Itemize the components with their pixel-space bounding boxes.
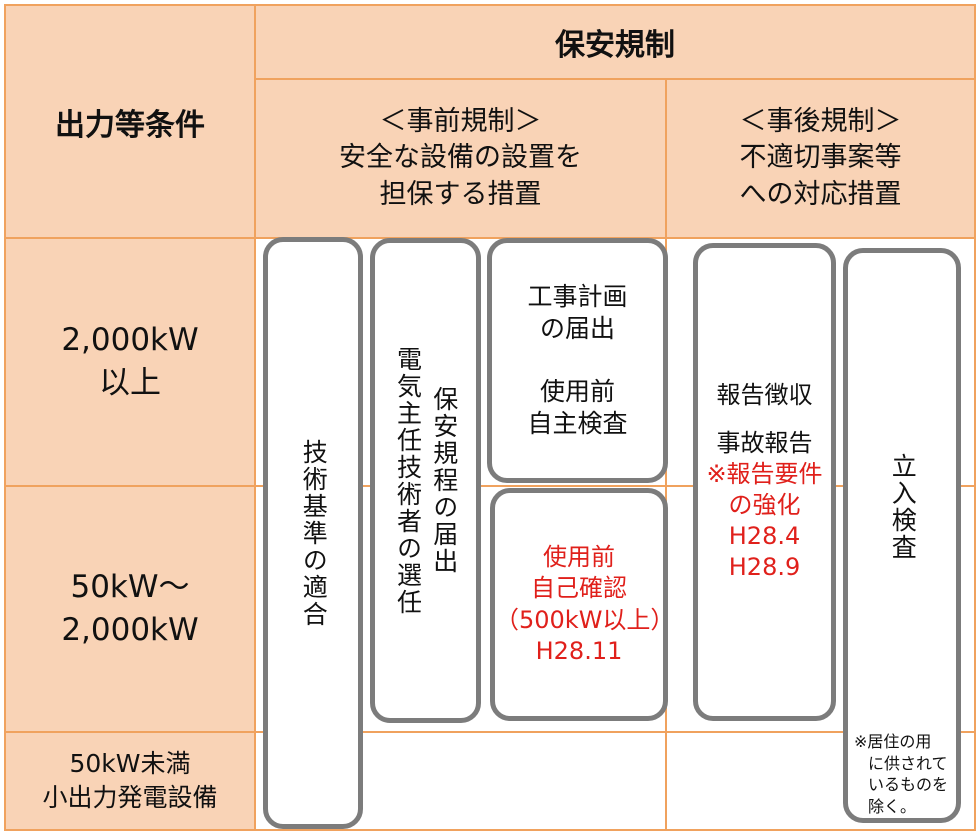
- pre-regulation-header: ＜事前規制＞ 安全な設備の設置を 担保する措置: [254, 78, 667, 239]
- safety-rules-text: 保安規程の届出電気主任技術者の選任: [389, 346, 462, 616]
- technical-standards-box: 技術基準の適合: [263, 237, 363, 829]
- on-site-inspection-box: 立入検査 ※居住の用 に供されて いるものを 除く。: [843, 248, 961, 823]
- on-site-inspection-text: 立入検査: [888, 453, 918, 561]
- pre-line1: 安全な設備の設置を: [339, 142, 582, 174]
- technical-standards-text: 技術基準の適合: [299, 438, 329, 628]
- rules-line1: 保安規程の届出: [429, 386, 459, 575]
- row-label-line: 50kW～: [70, 568, 190, 605]
- post-regulation-header: ＜事後規制＞ 不適切事案等 への対応措置: [665, 78, 976, 239]
- row-label-line: 小出力発電設備: [42, 783, 218, 812]
- confirm-line: 自己確認: [531, 574, 627, 603]
- row-label-line: 50kW未満: [69, 749, 191, 779]
- plan-line1: 工事計画: [527, 281, 628, 311]
- regulation-header: 保安規制: [254, 4, 976, 80]
- construction-plan-box: 工事計画 の届出 使用前 自主検査: [487, 238, 668, 483]
- note-line: に供されて: [868, 753, 948, 773]
- self-inspection-line2: 自主検査: [527, 409, 628, 438]
- report-collection: 報告徴収: [716, 381, 813, 410]
- note-line: 除く。: [868, 796, 917, 816]
- note-line: いるものを: [868, 775, 949, 795]
- note-line: ※居住の用: [854, 732, 932, 751]
- grid-cell: [665, 731, 976, 831]
- pre-use-confirmation-box: 使用前 自己確認 （500kW以上） H28.11: [490, 488, 675, 721]
- pre-title: ＜事前規制＞: [379, 105, 542, 137]
- plan-line2: の届出: [539, 314, 615, 343]
- row-label-2000kw: 2,000kW 以上: [4, 237, 256, 487]
- row-label-line: 2,000kW: [61, 612, 199, 648]
- confirm-line: H28.11: [535, 636, 623, 665]
- confirm-line: （500kW以上）: [495, 605, 675, 634]
- pre-line2: 担保する措置: [379, 178, 542, 210]
- report-red-line: H28.9: [728, 553, 801, 582]
- report-red-line: の強化: [728, 491, 801, 519]
- accident-report: 事故報告: [716, 428, 813, 457]
- post-title: ＜事後規制＞: [739, 105, 902, 137]
- safety-rules-box: 保安規程の届出電気主任技術者の選任: [370, 238, 481, 723]
- report-red-line: ※報告要件: [706, 459, 823, 488]
- row-label-line: 2,000kW: [61, 321, 199, 358]
- post-line1: 不適切事案等: [739, 142, 902, 174]
- row-label-50-2000kw: 50kW～ 2,000kW: [4, 485, 256, 733]
- condition-header: 出力等条件: [4, 4, 256, 239]
- rules-line2: 電気主任技術者の選任: [393, 345, 423, 616]
- row-label-line: 以上: [99, 365, 161, 401]
- confirm-line: 使用前: [543, 543, 615, 572]
- row-label-under-50kw: 50kW未満 小出力発電設備: [4, 731, 256, 831]
- note: ※居住の用 に供されて いるものを 除く。: [854, 731, 948, 817]
- self-inspection-line1: 使用前: [539, 376, 615, 406]
- report-box: 報告徴収 事故報告 ※報告要件 の強化 H28.4 H28.9: [693, 243, 836, 721]
- report-red-line: H28.4: [728, 522, 801, 551]
- post-line2: への対応措置: [739, 178, 902, 210]
